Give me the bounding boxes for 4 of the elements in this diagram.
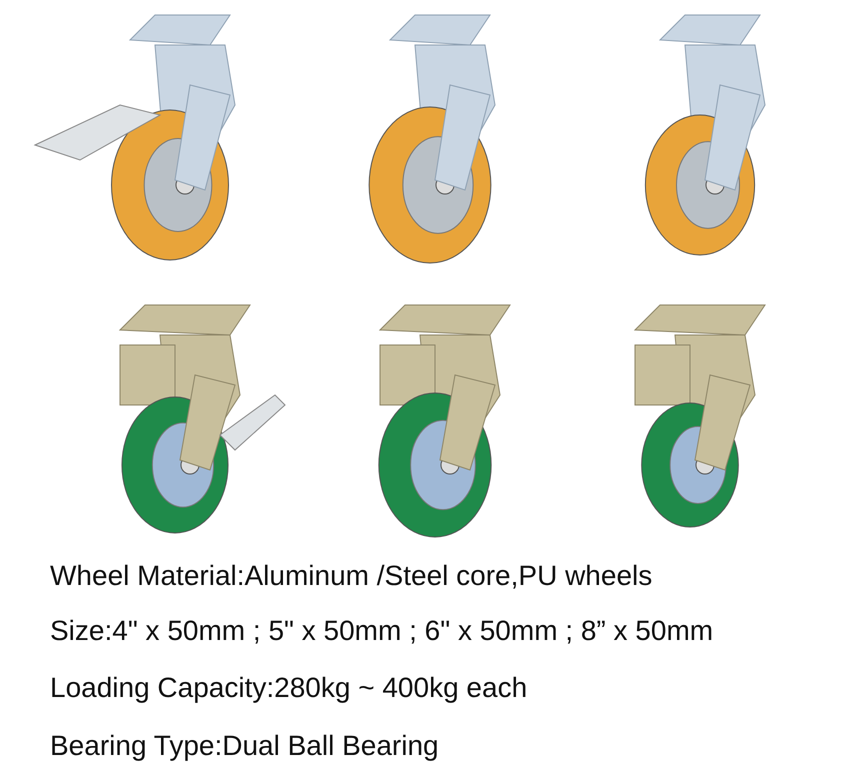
- spec-text: Bearing Type:Dual Ball Bearing: [50, 730, 439, 762]
- spec-text: Size:4" x 50mm ; 5" x 50mm ; 6" x 50mm ; 8” x 50mm: [50, 615, 714, 647]
- spec-text: Wheel Material:Aluminum /Steel core,PU wheels: [50, 560, 652, 592]
- spec-text: Loading Capacity:280kg ~ 400kg each: [50, 672, 528, 704]
